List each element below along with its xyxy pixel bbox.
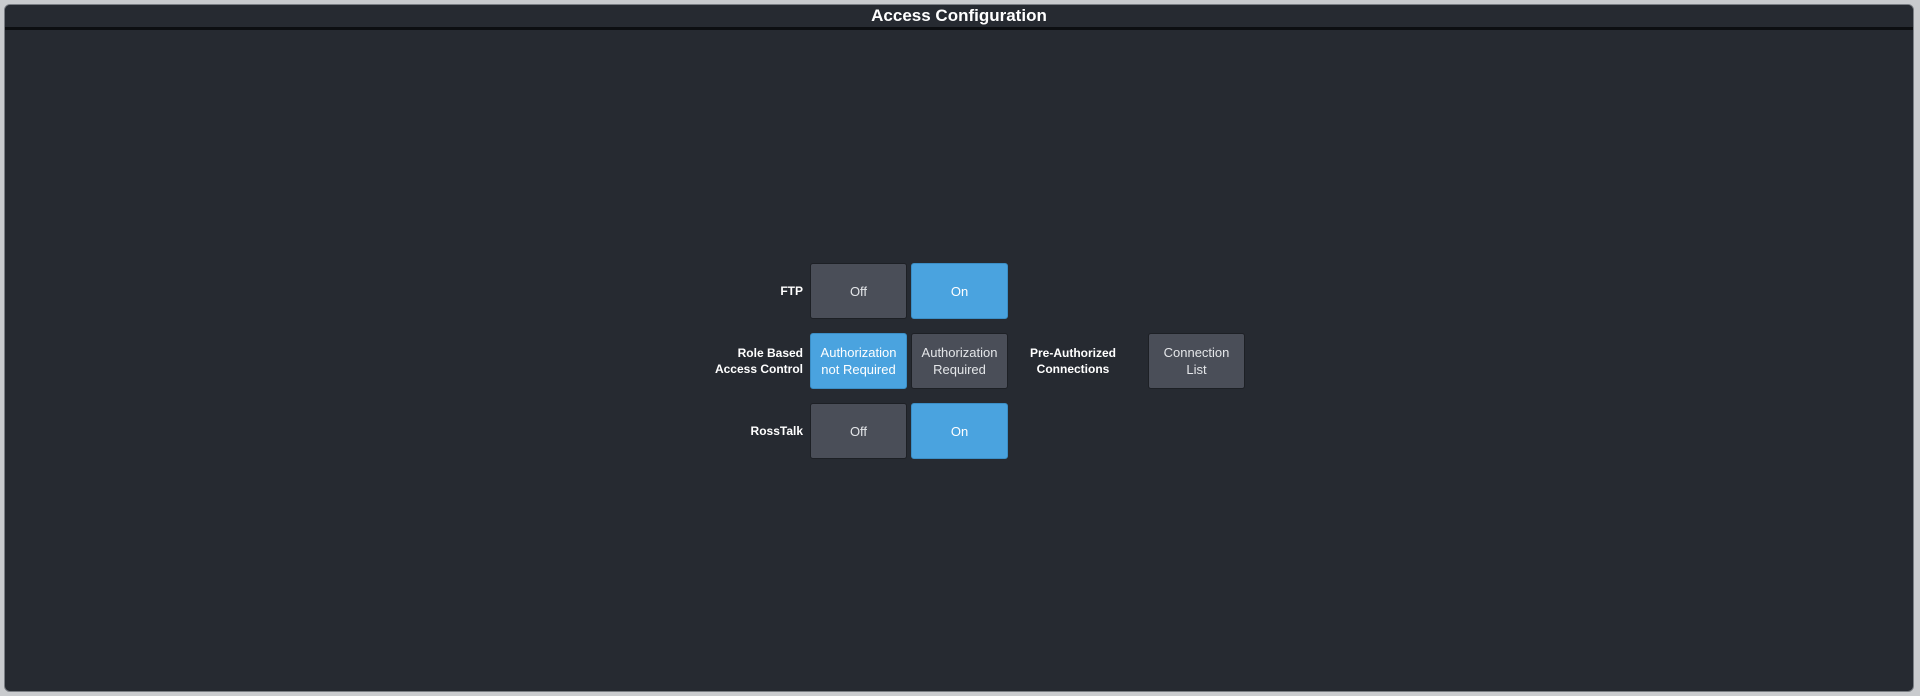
ftp-label-text: FTP [780, 284, 803, 298]
auth-required-line2: Required [933, 362, 986, 377]
rosstalk-on-label: On [950, 423, 969, 439]
preauth-label-line1: Pre-Authorized [1029, 346, 1116, 360]
connection-list-button[interactable]: Connection List [1148, 333, 1245, 389]
authorization-required-button[interactable]: Authorization Required [911, 333, 1008, 389]
auth-required-line1: Authorization [921, 345, 998, 360]
preauth-label-line2: Connections [1036, 362, 1110, 376]
title-bar: Access Configuration [5, 5, 1913, 30]
auth-not-required-line1: Authorization [820, 345, 897, 360]
ftp-on-button[interactable]: On [911, 263, 1008, 319]
preauth-label: Pre-Authorized Connections [1005, 333, 1141, 389]
rosstalk-off-button[interactable]: Off [810, 403, 907, 459]
rbac-label: Role Based Access Control [641, 333, 803, 389]
rosstalk-label-text: RossTalk [750, 424, 803, 438]
ftp-label: FTP [641, 263, 803, 319]
auth-not-required-line2: not Required [821, 362, 896, 377]
rosstalk-on-button[interactable]: On [911, 403, 1008, 459]
rbac-label-line2: Access Control [714, 362, 803, 376]
window-title: Access Configuration [871, 6, 1047, 25]
rosstalk-off-label: Off [849, 423, 868, 439]
ftp-on-label: On [950, 283, 969, 299]
connection-list-line1: Connection [1163, 345, 1230, 360]
ftp-off-button[interactable]: Off [810, 263, 907, 319]
ftp-off-label: Off [849, 283, 868, 299]
authorization-not-required-button[interactable]: Authorization not Required [810, 333, 907, 389]
rbac-label-line1: Role Based [737, 346, 803, 360]
connection-list-line2: List [1186, 362, 1207, 377]
access-configuration-window: Access Configuration FTP Off On Role Bas… [4, 4, 1914, 692]
rosstalk-label: RossTalk [641, 403, 803, 459]
